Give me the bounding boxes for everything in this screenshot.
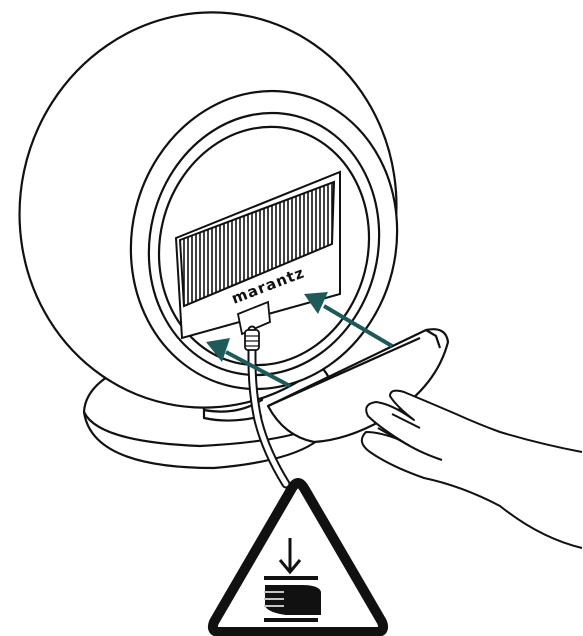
hand-crush-warning-icon (213, 483, 383, 632)
hand-illustration (362, 391, 582, 548)
